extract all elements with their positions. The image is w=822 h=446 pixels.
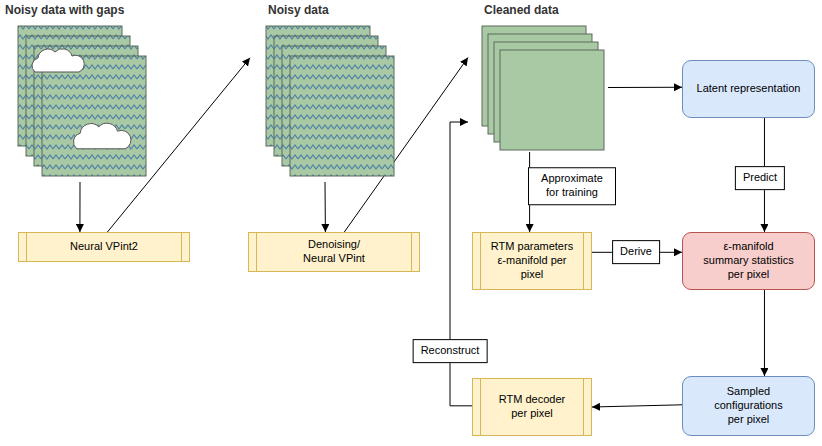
cloud-gap (73, 123, 130, 149)
image-stack: Cleaned data (468, 2, 608, 152)
process-box: Neural VPint2 (18, 232, 190, 262)
edge-label: Derive (612, 240, 660, 264)
stack-heading: Noisy data with gaps (5, 2, 155, 18)
cloud-gap (32, 49, 84, 72)
flow-arrow (325, 182, 326, 232)
flow-arrow (764, 290, 765, 376)
process-bar (480, 379, 481, 435)
edge-label: Approximate for training (528, 167, 616, 205)
box-label: Sampled configurations per pixel (709, 385, 789, 426)
image-stack-illustration (5, 2, 155, 182)
edge-label: Reconstruct (413, 339, 488, 363)
box-label: RTM decoder per pixel (495, 393, 570, 421)
process-bar (256, 233, 257, 271)
process-bar (480, 233, 481, 289)
box-label: Neural VPint2 (70, 240, 138, 254)
edge-label: Predict (735, 166, 785, 190)
flow-arrow (79, 182, 80, 232)
process-bar (411, 233, 412, 271)
image-tile (290, 56, 394, 176)
process-bar (181, 233, 182, 261)
flow-arrow (450, 122, 472, 406)
data-box: Sampled configurations per pixel (682, 376, 815, 436)
process-box: RTM parameters ε-manifold per pixel (472, 232, 592, 290)
process-bar (26, 233, 27, 261)
flow-arrow (608, 87, 682, 88)
image-stack-illustration (468, 2, 608, 152)
process-box: Denoising/ Neural VPint (248, 232, 420, 272)
box-label: Latent representation (697, 82, 801, 96)
statistics-box: ε-manifold summary statistics per pixel (682, 232, 815, 290)
flow-arrow (592, 405, 682, 407)
image-stack-illustration (250, 2, 400, 182)
process-bar (583, 233, 584, 289)
box-label: RTM parameters ε-manifold per pixel (488, 240, 576, 281)
image-tile (42, 56, 146, 176)
image-stack: Noisy data with gaps (5, 2, 155, 182)
stack-heading: Noisy data (250, 2, 400, 18)
image-stack: Noisy data (250, 2, 400, 182)
data-box: Latent representation (682, 60, 815, 118)
process-bar (583, 379, 584, 435)
image-tile (500, 50, 604, 150)
box-label: Denoising/ Neural VPint (297, 238, 372, 266)
box-label: ε-manifold summary statistics per pixel (700, 240, 798, 281)
stack-heading: Cleaned data (468, 2, 608, 18)
process-box: RTM decoder per pixel (472, 378, 592, 436)
